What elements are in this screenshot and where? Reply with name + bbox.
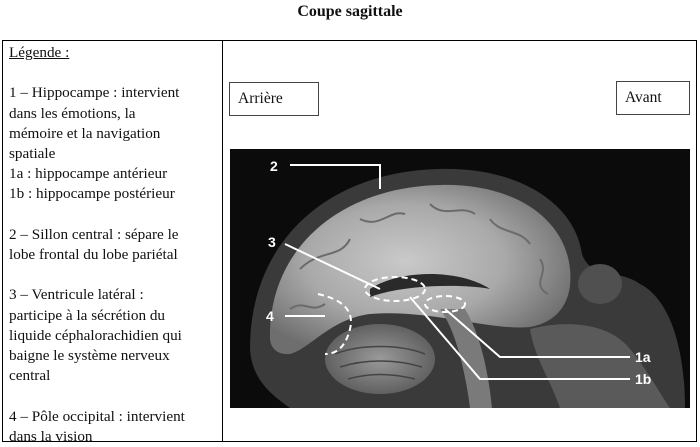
brainstem-shape: [440, 309, 492, 408]
legend-sulcus-line-2: lobe frontal du lobe pariétal: [9, 246, 178, 263]
hippocampus-anterior-outline: [424, 295, 466, 313]
ventricle-shape: [370, 274, 490, 297]
legend-hippocampus-line-1: 1 – Hippocampe : intervient: [9, 84, 180, 102]
annotation-1a-label: 1a: [635, 349, 651, 365]
legend-ventricle-line-2: participe à la sécrétion du: [9, 306, 166, 324]
face-tissue: [530, 324, 670, 408]
cerebellum-shape: [325, 324, 435, 394]
legend-occipital-line-1: 4 – Pôle occipital : intervient: [9, 407, 185, 425]
legend-hippocampus-line-2: dans les émotions, la: [9, 104, 136, 122]
annotation-1a-line: [444, 308, 630, 358]
posterior-direction-box: Arrière: [229, 82, 319, 116]
annotation-1b-label: 1b: [635, 371, 651, 387]
annotation-4-label: 4: [266, 308, 274, 324]
page-title: Coupe sagittale: [297, 3, 403, 20]
annotation-1b-line: [409, 296, 630, 380]
legend-ventricle-line-4: baigne le système nerveux: [9, 347, 170, 364]
annotation-4: 4: [266, 293, 352, 355]
legend-hippocampus-line-4: spatiale: [9, 145, 56, 162]
table-divider: [222, 41, 223, 441]
legend-occipital-line-2: dans la vision: [9, 427, 93, 445]
annotation-1b: 1b: [409, 296, 651, 387]
legend-column: Légende : 1 – Hippocampe : intervient da…: [9, 43, 217, 447]
legend-ventricle-line-5: central: [9, 367, 51, 385]
legend-hippocampus-1a: 1a : hippocampe antérieur: [9, 165, 168, 183]
annotation-2-label: 2: [270, 158, 278, 174]
gyri-lines: [289, 203, 549, 310]
legend-ventricle-line-3: liquide céphalorachidien qui: [9, 326, 182, 344]
legend-sulcus-line-1: 2 – Sillon central : sépare le: [9, 225, 179, 243]
cerebrum-shape: [269, 184, 571, 355]
annotation-2: 2: [270, 158, 381, 189]
eye-shape: [578, 264, 622, 304]
legend-hippocampus-line-3: mémoire et la navigation: [9, 124, 161, 142]
anterior-direction-box: Avant: [616, 81, 690, 115]
mri-sagittal-image: 2 3 4 1a 1b: [230, 149, 690, 408]
legend-table: Légende : 1 – Hippocampe : intervient da…: [2, 40, 697, 445]
legend-hippocampus-1b: 1b : hippocampe postérieur: [9, 185, 175, 203]
annotation-2-line: [290, 164, 381, 189]
annotation-1a: 1a: [424, 295, 651, 365]
cerebellum-folia: [334, 345, 426, 380]
legend-ventricle-line-1: 3 – Ventricule latéral :: [9, 286, 144, 304]
annotation-3-line: [284, 243, 381, 290]
ventricle-dashed-outline: [364, 276, 426, 302]
annotation-3-label: 3: [268, 234, 276, 250]
occipital-dashed-outline: [317, 293, 352, 355]
annotation-3: 3: [268, 234, 426, 302]
legend-heading: Légende :: [9, 44, 70, 61]
